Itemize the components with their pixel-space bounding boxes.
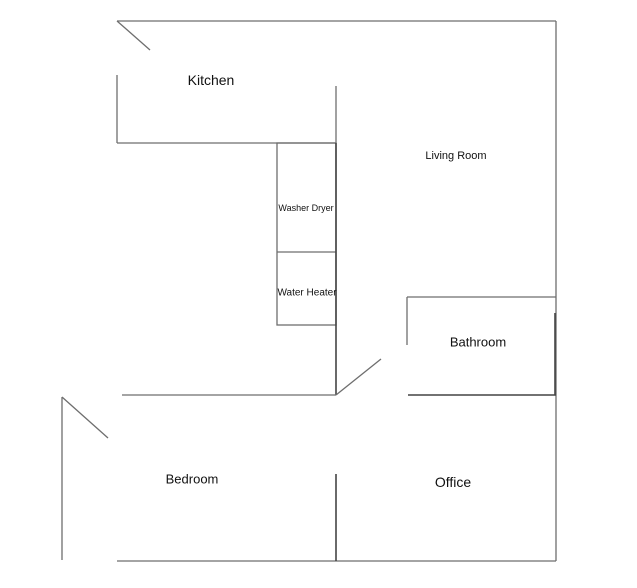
living-room-label: Living Room xyxy=(425,150,487,162)
hall-door-swing xyxy=(335,358,382,396)
kitchen-door-swing xyxy=(116,20,151,51)
washer-dryer-label: Washer Dryer xyxy=(278,203,334,213)
kitchen-label: Kitchen xyxy=(187,72,235,88)
office-label: Office xyxy=(434,474,472,490)
bathroom-label: Bathroom xyxy=(449,334,507,350)
bedroom-label: Bedroom xyxy=(165,471,219,487)
bedroom-door-swing xyxy=(61,396,109,439)
water-heater-label: Water Heater xyxy=(277,287,337,299)
